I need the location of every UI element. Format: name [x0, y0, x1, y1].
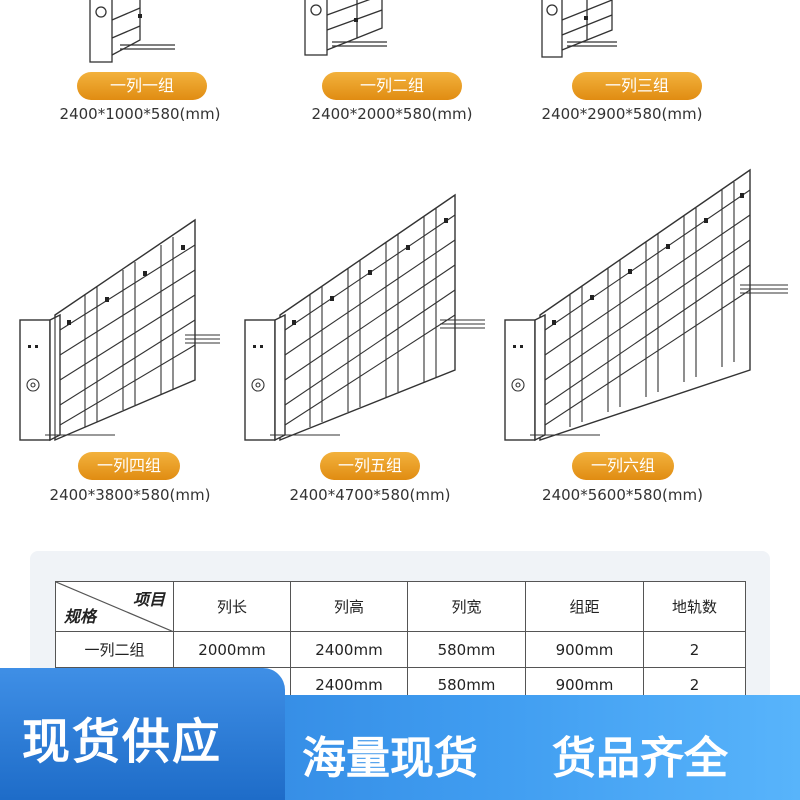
- column-header: 列高: [290, 581, 408, 632]
- column-header: 组距: [525, 581, 644, 632]
- product-dimensions: 2400*4700*580(mm): [289, 486, 451, 504]
- product-dimensions: 2400*2000*580(mm): [311, 105, 473, 123]
- product-label: 一列二组: [322, 72, 462, 100]
- table-cell: 900mm: [525, 631, 644, 668]
- product-dimensions: 2400*2900*580(mm): [541, 105, 703, 123]
- column-header: 列长: [173, 581, 291, 632]
- product-label: 一列五组: [320, 452, 420, 480]
- table-corner-cell: 项目 规格: [55, 581, 174, 632]
- product-6: 一列六组 2400*5600*580(mm): [500, 165, 790, 504]
- table-cell: 2400mm: [290, 631, 408, 668]
- cabinet-illustration: [504, 168, 788, 442]
- table-header-row: 项目 规格 列长 列高 列宽 组距 地轨数: [55, 581, 746, 632]
- product-5: 一列五组 2400*4700*580(mm): [240, 190, 500, 504]
- column-header: 列宽: [407, 581, 526, 632]
- product-label: 一列四组: [78, 452, 180, 480]
- cabinet-illustration: [89, 0, 175, 63]
- column-header: 地轨数: [643, 581, 746, 632]
- table-cell: 2: [643, 631, 746, 668]
- banner-right-text: 货品齐全: [552, 733, 728, 784]
- corner-bottom-label: 规格: [64, 607, 97, 626]
- table-cell: 580mm: [407, 631, 526, 668]
- product-dimensions: 2400*5600*580(mm): [542, 486, 703, 504]
- product-label: 一列六组: [572, 452, 674, 480]
- corner-top-label: 项目: [132, 590, 165, 609]
- cabinet-illustration: [244, 193, 485, 442]
- product-label: 一列一组: [77, 72, 207, 100]
- banner-middle-text: 海量现货: [302, 733, 478, 784]
- product-2: 一列二组 2400*2000*580(mm): [272, 0, 492, 123]
- table-cell: 2000mm: [173, 631, 291, 668]
- product-label: 一列三组: [572, 72, 702, 100]
- cabinet-illustration: [541, 0, 617, 58]
- table-row: 一列二组 2000mm 2400mm 580mm 900mm 2: [55, 631, 746, 668]
- product-3: 一列三组 2400*2900*580(mm): [522, 0, 742, 123]
- product-dimensions: 2400*1000*580(mm): [59, 105, 221, 123]
- cabinet-illustration: [19, 218, 220, 442]
- banner-left-text: 现货供应: [22, 714, 223, 770]
- cabinet-illustration: [304, 0, 387, 56]
- row-name: 一列二组: [55, 631, 174, 668]
- product-1: 一列一组 2400*1000*580(mm): [40, 0, 240, 123]
- promo-banner-left-tab: [0, 668, 285, 800]
- product-4: 一列四组 2400*3800*580(mm): [15, 205, 245, 504]
- diagonal-line: [56, 582, 174, 632]
- product-dimensions: 2400*3800*580(mm): [49, 486, 211, 504]
